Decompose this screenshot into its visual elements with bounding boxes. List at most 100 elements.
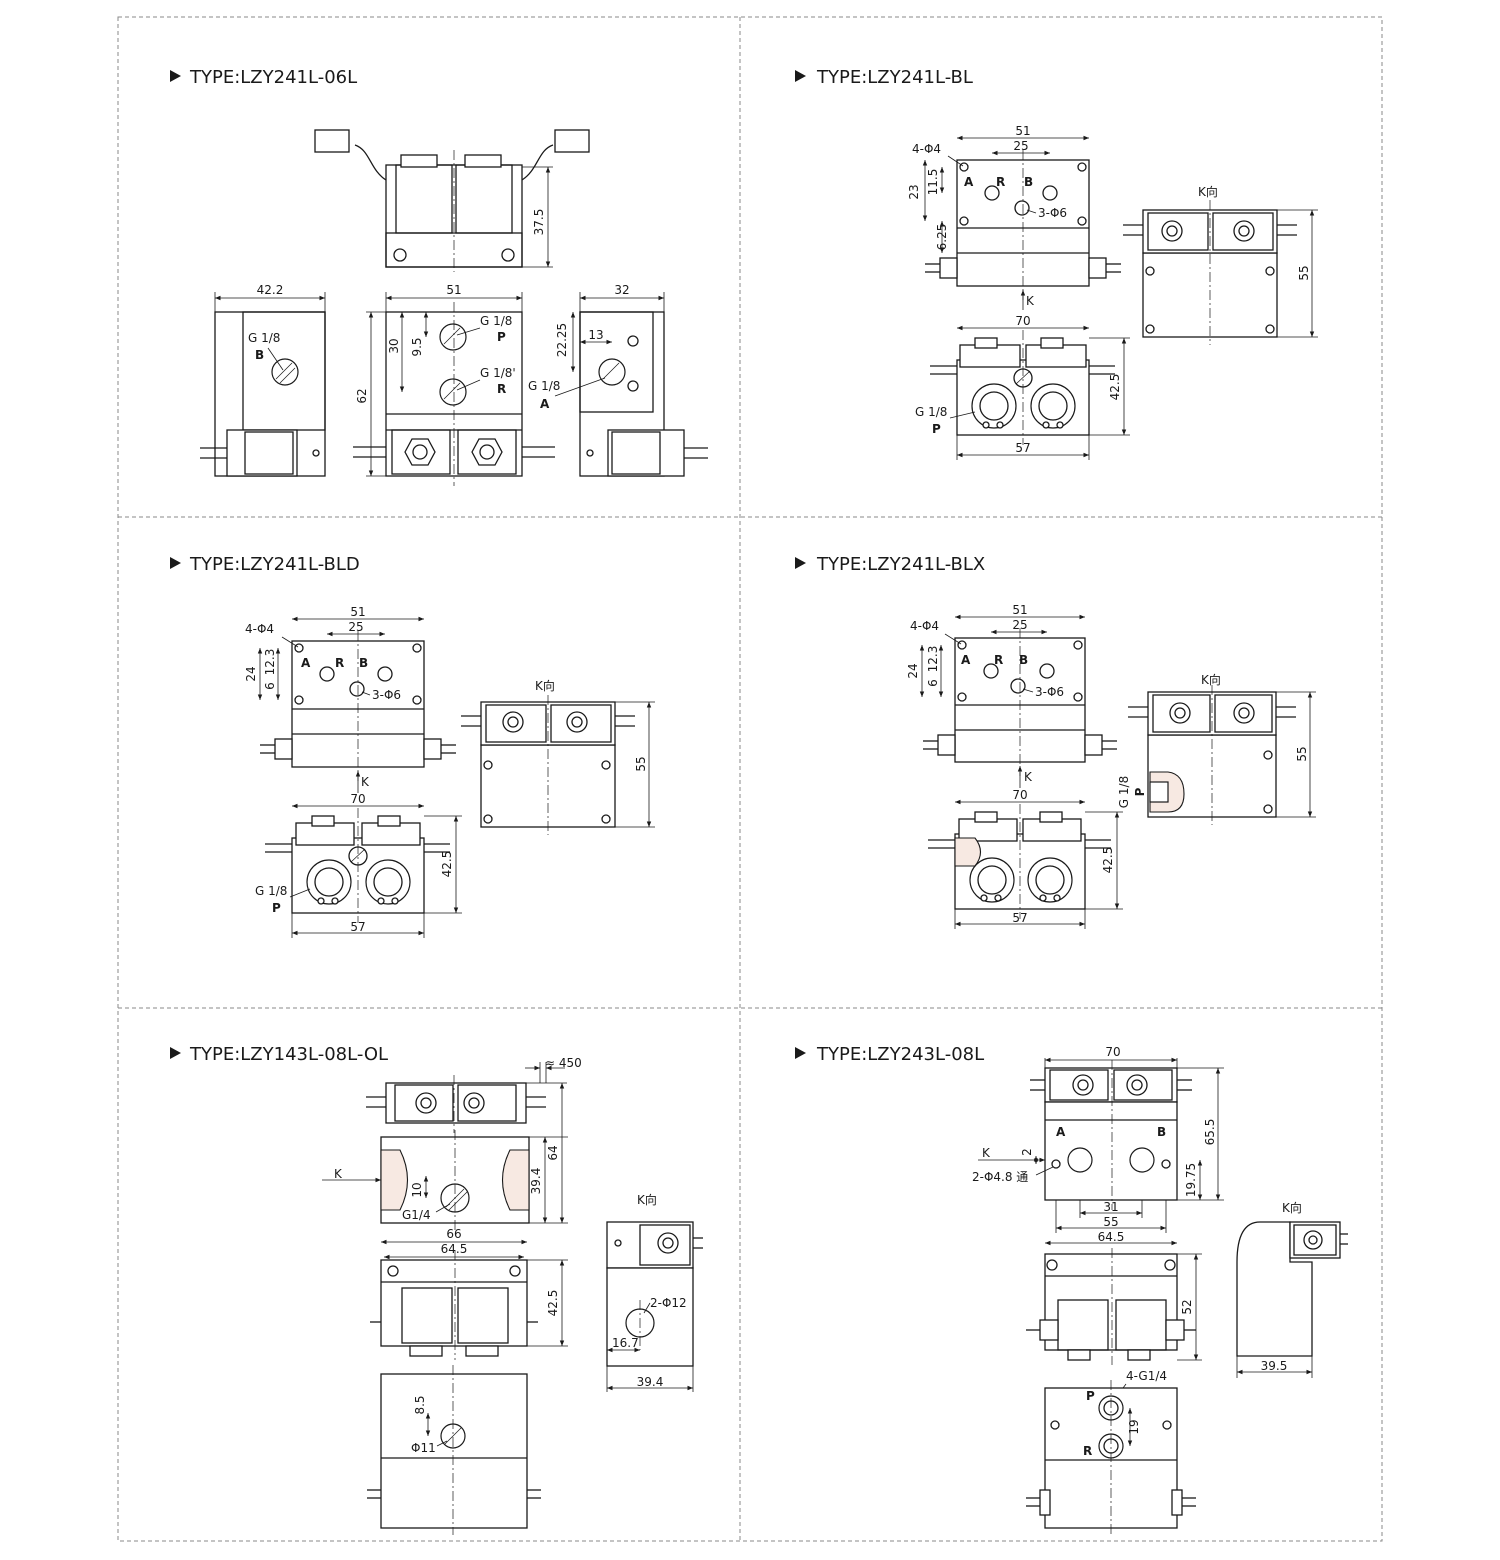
dim-6-25: 6.25 <box>935 224 949 251</box>
dim-55: 55 <box>1103 1215 1118 1229</box>
dim-52: 52 <box>1180 1299 1194 1314</box>
dim-right-width: 32 <box>614 283 629 297</box>
dim-24: 24 <box>906 663 920 678</box>
dim-42-5: 42.5 <box>546 1290 560 1317</box>
panel-lzy241l-06l: TYPE:LZY241L-06L 37.5 <box>170 67 708 486</box>
dim-70: 70 <box>1012 788 1027 802</box>
k-arrow-label: K <box>1024 770 1033 784</box>
dim-top-height: 37.5 <box>532 209 546 236</box>
k-view: K向 2-Φ12 16.7 39.4 <box>606 1192 703 1392</box>
title-arrow-icon <box>170 70 181 82</box>
port-label-g14: G1/4 <box>402 1208 431 1222</box>
dim-39-4: 39.4 <box>529 1168 543 1195</box>
port-label-g18-r: G 1/8' <box>480 366 516 380</box>
plan-view: 51 25 4-Φ4 24 6 12.3 A R B 3-Φ6 K <box>244 605 456 793</box>
panel-title: TYPE:LZY143L-08L-OL <box>189 1044 388 1065</box>
dim-70: 70 <box>350 792 365 806</box>
port-label-a: A <box>540 397 550 411</box>
dim-31: 31 <box>1103 1200 1118 1214</box>
front-view: 66 64.5 42.5 <box>370 1227 568 1360</box>
port-label-p: P <box>497 330 506 344</box>
port-label-r: R <box>335 656 344 670</box>
port-label-g18-p: G 1/8 <box>480 314 512 328</box>
dim-4-phi4: 4-Φ4 <box>912 142 941 156</box>
plan-view: 51 25 4-Φ4 23 11.5 6.25 A R B 3-Φ6 K <box>907 124 1121 310</box>
dim-2-phi4-8: 2-Φ4.8 通 <box>972 1170 1028 1184</box>
dim-64-5: 64.5 <box>1098 1230 1125 1244</box>
dim-23: 23 <box>907 184 921 199</box>
body-section-view: K 64 39.4 10 G1/4 <box>322 1083 568 1230</box>
dim-cable-length: ≈ 450 <box>545 1056 582 1070</box>
panel-lzy143l-08l-ol: TYPE:LZY143L-08L-OL ≈ 450 <box>170 1044 703 1535</box>
side-view-right: 32 22.25 13 G 1/8 A <box>528 283 708 477</box>
panel-title: TYPE:LZY241L-BLX <box>816 554 985 575</box>
port-label-p: P <box>272 901 281 915</box>
dim-70: 70 <box>1015 314 1030 328</box>
dim-70: 70 <box>1105 1045 1120 1059</box>
top-view: 37.5 <box>314 129 590 272</box>
dim-3-phi6: 3-Φ6 <box>1038 206 1067 220</box>
panel-lzy241l-bl: TYPE:LZY241L-BL 51 25 4-Φ4 <box>795 67 1318 460</box>
plan-view: 51 25 4-Φ4 24 6 12.3 A R B 3-Φ6 K <box>906 603 1117 788</box>
title-arrow-icon <box>170 557 181 569</box>
dim-25: 25 <box>1012 618 1027 632</box>
port-label-p: P <box>1133 787 1147 796</box>
k-arrow-label: K <box>982 1146 991 1160</box>
dim-51: 51 <box>350 605 365 619</box>
dim-51: 51 <box>1015 124 1030 138</box>
k-view: K向 55 G 1/8 P <box>1117 672 1316 825</box>
port-label-a: A <box>961 653 971 667</box>
port-label-b: B <box>1024 175 1033 189</box>
dim-9-5: 9.5 <box>410 337 424 356</box>
dim-57: 57 <box>1012 911 1027 925</box>
dim-55: 55 <box>634 756 648 771</box>
dim-19: 19 <box>1127 1419 1141 1434</box>
port-label-b: B <box>359 656 368 670</box>
k-view-label: K向 <box>1201 672 1221 687</box>
bottom-view: 70 42.5 57 G 1/8 P <box>255 792 462 938</box>
bottom-view: 4-G1/4 P R 19 <box>1026 1369 1196 1535</box>
bottom-view: 70 42.5 57 <box>928 788 1123 929</box>
dim-4-phi4: 4-Φ4 <box>245 622 274 636</box>
k-view: K向 55 <box>1123 184 1318 345</box>
dim-2-phi12: 2-Φ12 <box>650 1296 687 1310</box>
dim-phi11: Φ11 <box>411 1441 436 1455</box>
dim-6: 6 <box>263 682 277 690</box>
k-arrow-label: K <box>1026 294 1035 308</box>
port-label-a: A <box>301 656 311 670</box>
panel-title: TYPE:LZY241L-06L <box>189 67 357 88</box>
title-arrow-icon <box>795 1047 806 1059</box>
k-view: K向 55 <box>461 678 655 835</box>
dim-55: 55 <box>1295 746 1309 761</box>
port-label-p: P <box>932 422 941 436</box>
dim-66: 66 <box>446 1227 461 1241</box>
dim-6: 6 <box>926 679 940 687</box>
dim-3-phi6: 3-Φ6 <box>1035 685 1064 699</box>
dim-front-height: 62 <box>355 388 369 403</box>
panel-lzy241l-blx: TYPE:LZY241L-BLX 51 25 4-Φ4 <box>795 554 1316 929</box>
front-view: 51 62 30 9.5 G 1/8 P G 1/8' R <box>353 283 555 486</box>
dim-39-4-k: 39.4 <box>637 1375 664 1389</box>
dim-12-3: 12.3 <box>926 646 940 673</box>
dim-19-75: 19.75 <box>1184 1163 1198 1197</box>
k-view-label: K向 <box>637 1192 657 1207</box>
dim-8-5: 8.5 <box>413 1395 427 1414</box>
port-label-b: B <box>1019 653 1028 667</box>
dim-10: 10 <box>410 1182 424 1197</box>
dim-42-5: 42.5 <box>440 851 454 878</box>
port-label-g18: G 1/8 <box>255 884 287 898</box>
dim-2: 2 <box>1020 1148 1034 1156</box>
port-label-g18: G 1/8 <box>248 331 280 345</box>
port-label-g18: G 1/8 <box>1117 776 1131 808</box>
dim-42-5: 42.5 <box>1108 374 1122 401</box>
panel-title: TYPE:LZY243L-08L <box>816 1044 984 1065</box>
bottom-view: 8.5 Φ11 <box>367 1365 541 1535</box>
dim-42-5: 42.5 <box>1101 847 1115 874</box>
port-label-a: A <box>964 175 974 189</box>
dim-55: 55 <box>1297 265 1311 280</box>
port-label-a: A <box>1056 1125 1066 1139</box>
dim-side-width: 42.2 <box>257 283 284 297</box>
k-arrow-label: K <box>334 1167 343 1181</box>
port-label-r: R <box>996 175 1005 189</box>
k-view: K向 39.5 <box>1236 1200 1348 1378</box>
